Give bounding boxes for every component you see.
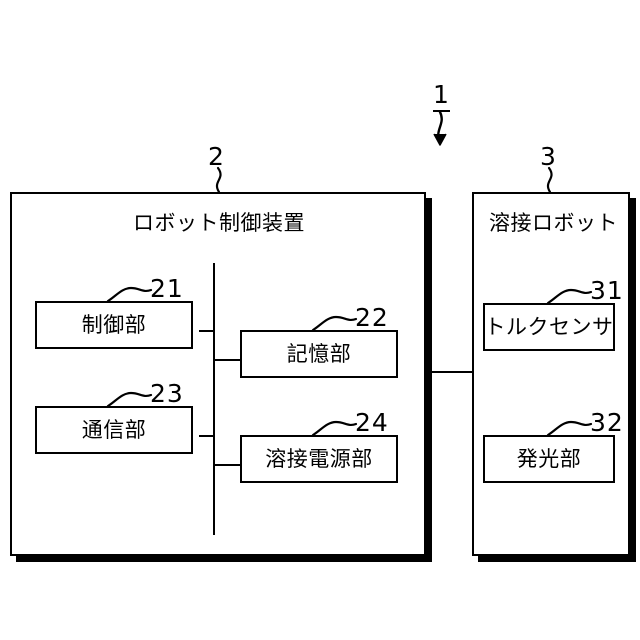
ref-numeral-3: 3 [540, 142, 557, 171]
ref-numeral-32: 32 [590, 408, 624, 437]
block-welding-power-unit[interactable]: 溶接電源部 [240, 435, 398, 483]
ref-numeral-31: 31 [590, 276, 624, 305]
block-welding-power-unit-label: 溶接電源部 [265, 446, 373, 471]
ref-numeral-22: 22 [355, 303, 389, 332]
welding-robot-title: 溶接ロボット [489, 211, 618, 235]
block-torque-sensor-label: トルクセンサ [484, 314, 614, 339]
ref-numeral-21: 21 [150, 274, 184, 303]
robot-controller-title: ロボット制御装置 [133, 211, 305, 235]
block-storage-unit[interactable]: 記憶部 [240, 330, 398, 378]
block-torque-sensor[interactable]: トルクセンサ [483, 303, 615, 351]
block-light-emitting-unit[interactable]: 発光部 [483, 435, 615, 483]
ref-numeral-24: 24 [355, 408, 389, 437]
welding-robot-container [472, 192, 630, 556]
block-light-emitting-unit-label: 発光部 [516, 446, 582, 471]
ref-numeral-2: 2 [208, 142, 225, 171]
block-control-unit[interactable]: 制御部 [35, 301, 193, 349]
block-control-unit-label: 制御部 [81, 312, 147, 337]
block-communication-unit-label: 通信部 [81, 417, 147, 442]
block-communication-unit[interactable]: 通信部 [35, 406, 193, 454]
ref-numeral-23: 23 [150, 379, 184, 408]
block-storage-unit-label: 記憶部 [286, 341, 352, 366]
ref-numeral-1: 1 [433, 80, 450, 112]
